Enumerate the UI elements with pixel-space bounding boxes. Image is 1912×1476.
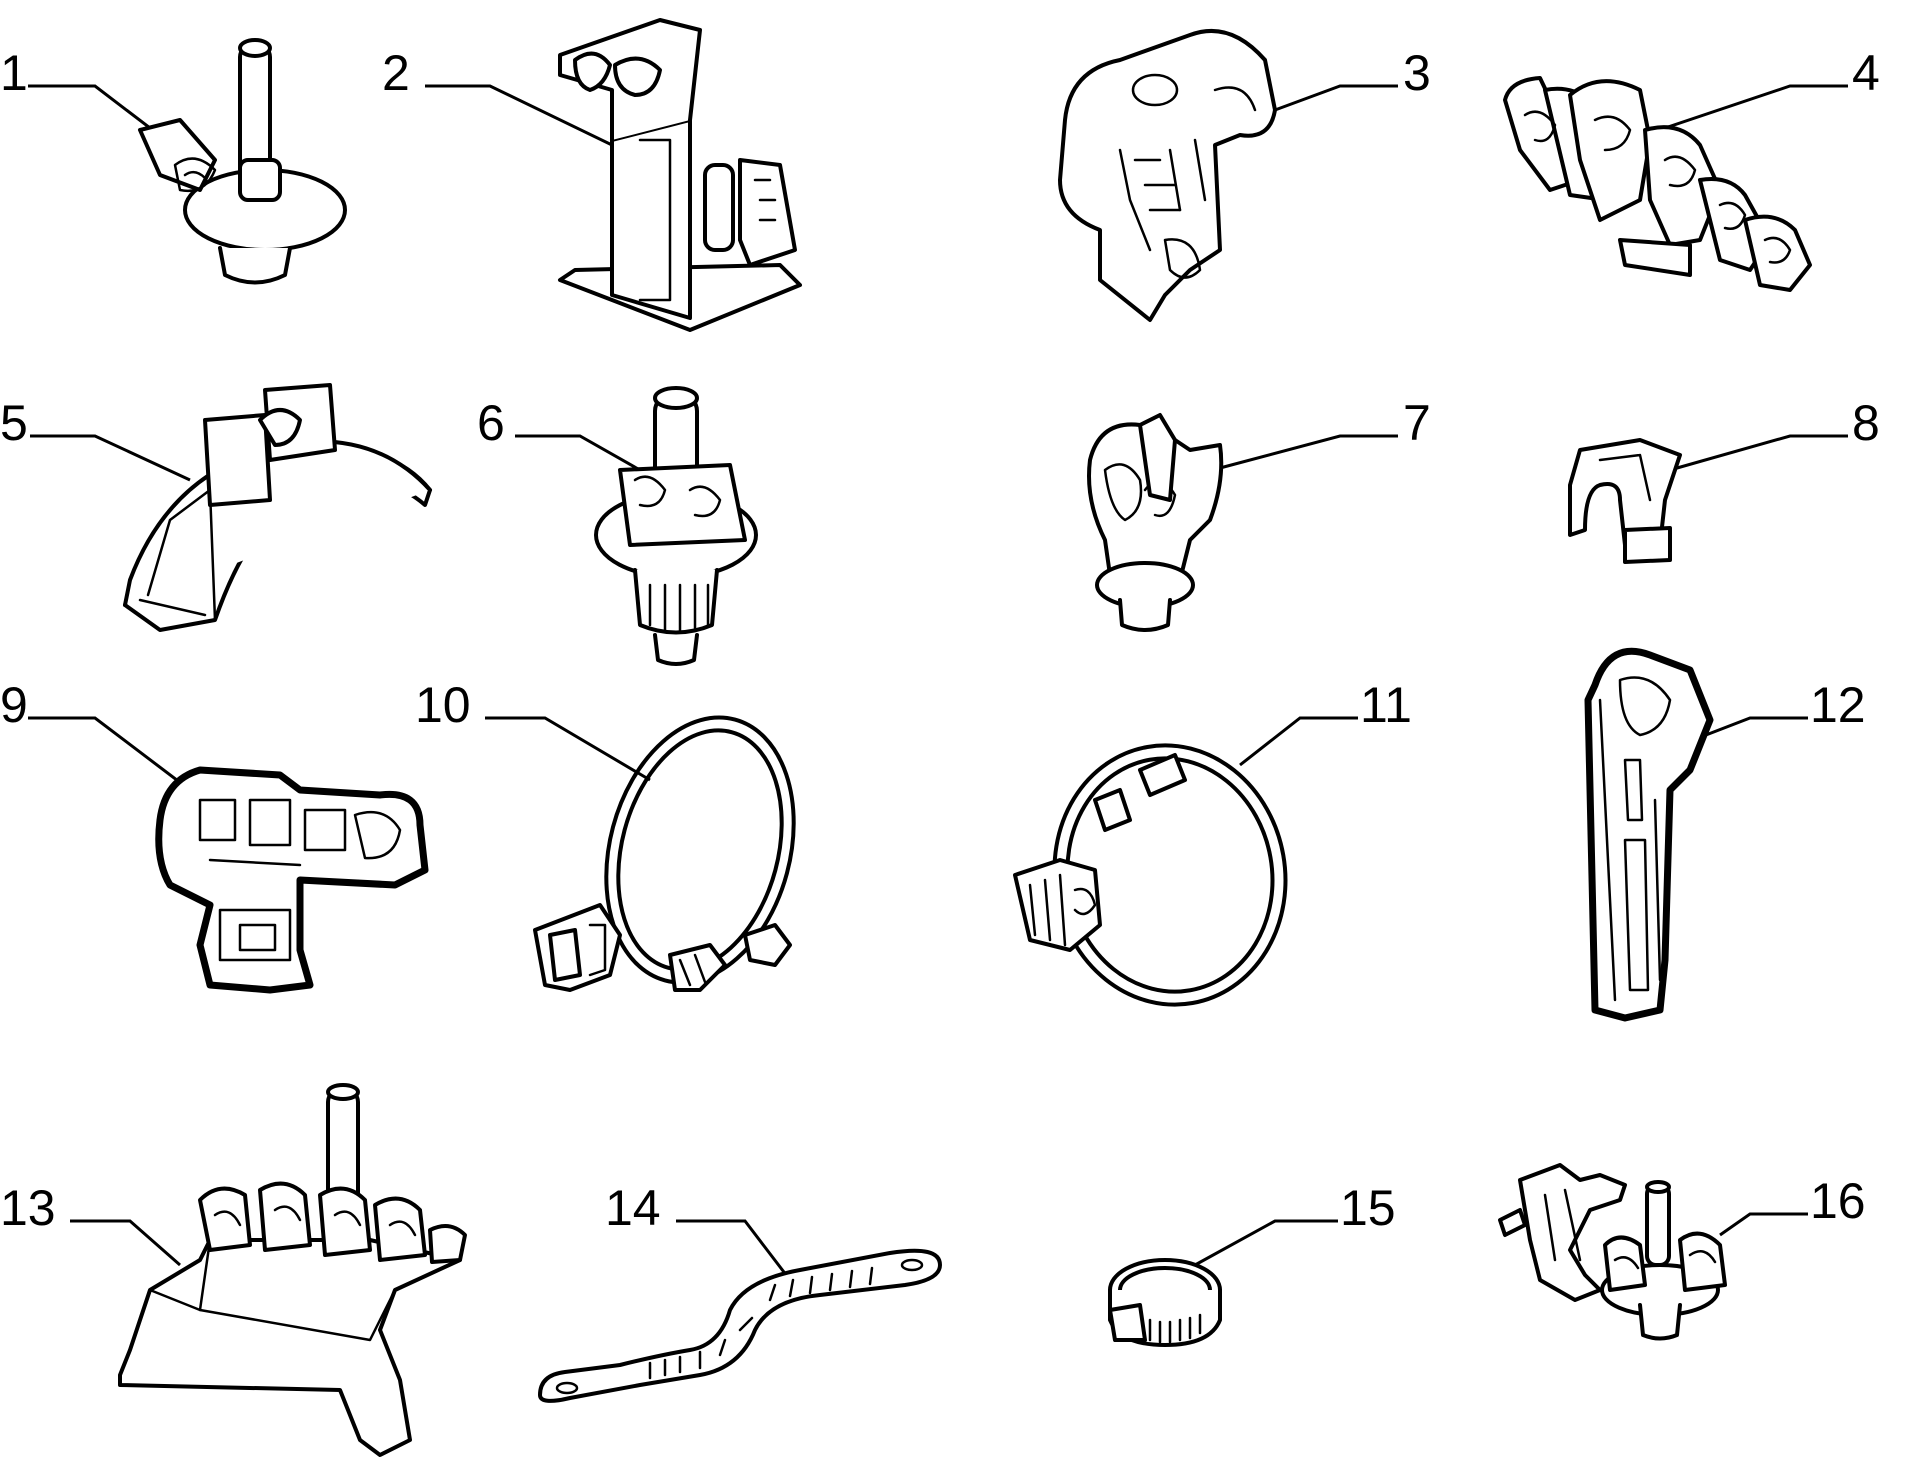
part-1: 1 — [0, 38, 347, 285]
part-6: 6 — [477, 386, 758, 666]
callout-number-9: 9 — [0, 677, 28, 733]
leader-line-11 — [1239, 716, 1358, 767]
callout-number-11: 11 — [1360, 677, 1412, 733]
part-16-drawing — [1498, 1163, 1727, 1341]
callout-number-16: 16 — [1810, 1173, 1866, 1229]
callout-number-12: 12 — [1810, 677, 1866, 733]
part-9-drawing — [155, 766, 429, 994]
part-3-drawing — [1058, 28, 1277, 322]
part-4: 4 — [1503, 45, 1880, 292]
callout-number-1: 1 — [0, 45, 28, 101]
leader-line-5 — [30, 434, 191, 482]
part-8: 8 — [1568, 395, 1880, 564]
callout-number-5: 5 — [0, 395, 28, 451]
part-2-drawing — [558, 18, 802, 332]
leader-line-4 — [1664, 84, 1848, 130]
part-1-drawing — [138, 38, 347, 285]
part-7-drawing — [1087, 413, 1224, 632]
leader-line-8 — [1669, 434, 1848, 472]
leader-line-15 — [1194, 1219, 1338, 1267]
part-8-drawing — [1568, 438, 1682, 564]
callout-number-7: 7 — [1403, 395, 1431, 451]
callout-number-15: 15 — [1340, 1180, 1396, 1236]
part-11-drawing — [1013, 743, 1288, 1007]
leader-line-3 — [1274, 84, 1398, 112]
leader-line-6 — [515, 434, 641, 472]
leader-line-7 — [1219, 434, 1398, 470]
callout-number-2: 2 — [382, 45, 410, 101]
leader-line-16 — [1719, 1212, 1808, 1237]
part-6-drawing — [594, 386, 758, 666]
part-9: 9 — [0, 677, 429, 994]
part-15: 15 — [1108, 1180, 1396, 1347]
part-12-drawing — [1584, 647, 1714, 1022]
callout-number-8: 8 — [1852, 395, 1880, 451]
callout-number-13: 13 — [0, 1180, 56, 1236]
part-15-drawing — [1108, 1258, 1222, 1347]
leader-line-13 — [70, 1219, 181, 1267]
part-2: 2 — [382, 18, 802, 332]
callout-number-10: 10 — [415, 677, 471, 733]
part-12: 12 — [1584, 647, 1866, 1022]
leader-line-2 — [425, 84, 613, 147]
part-13-drawing — [118, 1083, 467, 1457]
part-16: 16 — [1498, 1163, 1866, 1341]
leader-line-9 — [28, 716, 191, 792]
part-5: 5 — [0, 383, 432, 632]
part-7: 7 — [1087, 395, 1431, 632]
callout-number-6: 6 — [477, 395, 505, 451]
callout-number-3: 3 — [1403, 45, 1431, 101]
part-5-drawing — [123, 383, 432, 632]
part-13: 13 — [0, 1083, 467, 1457]
leader-line-1 — [28, 84, 151, 130]
part-14: 14 — [538, 1180, 942, 1403]
leader-line-14 — [676, 1219, 792, 1281]
callout-number-14: 14 — [605, 1180, 661, 1236]
part-14-drawing — [538, 1248, 942, 1403]
part-10-drawing — [533, 715, 796, 992]
callout-number-4: 4 — [1852, 45, 1880, 101]
part-11: 11 — [1013, 677, 1412, 1007]
leader-line-10 — [485, 716, 651, 782]
part-4-drawing — [1503, 76, 1812, 292]
part-10: 10 — [415, 677, 796, 992]
part-3: 3 — [1058, 28, 1431, 322]
